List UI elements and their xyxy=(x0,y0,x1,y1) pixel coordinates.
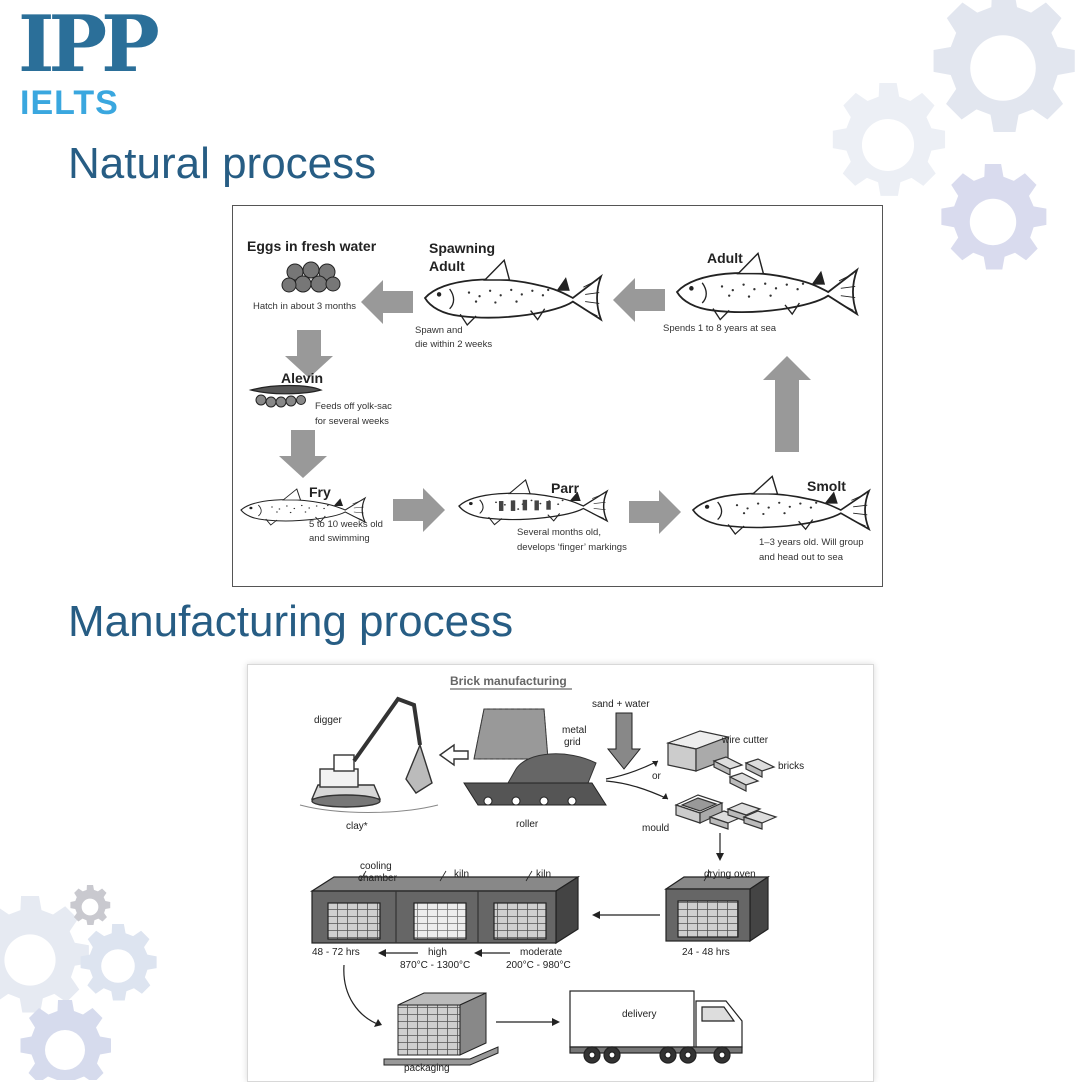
fry-description-line1: 5 to 10 weeks old xyxy=(309,519,383,530)
arrow-to-mould xyxy=(605,780,669,800)
logo-ielts-text: IELTS xyxy=(20,84,119,122)
alevin-description-line2: for several weeks xyxy=(315,416,389,427)
gear-icon xyxy=(80,924,157,1001)
cooling-chamber-label-line1: cooling xyxy=(360,861,392,872)
or-label: or xyxy=(652,771,661,782)
alevin-icon xyxy=(248,384,323,408)
mould-label: mould xyxy=(642,823,670,834)
smolt-label: Smolt xyxy=(807,478,846,494)
adult-label: Adult xyxy=(707,250,743,266)
brick-manufacturing-diagram: Brick manufacturing digger clay* metal g… xyxy=(247,664,874,1082)
gear-icon xyxy=(70,885,111,926)
cooling-chamber-label-line2: chamber xyxy=(358,873,397,884)
arrow-digger-to-roller xyxy=(438,743,469,767)
brick-diagram-graphics xyxy=(299,688,778,1066)
arrow-smolt-to-adult xyxy=(763,356,811,452)
metal-grid-label-line2: grid xyxy=(564,737,581,748)
sand-water-label: sand + water xyxy=(592,699,650,710)
arrow-fry-to-parr xyxy=(393,488,445,532)
kiln-tunnel-icon xyxy=(309,875,581,945)
smolt-description-line2: and head out to sea xyxy=(759,552,843,563)
drying-oven-label: drying oven xyxy=(704,869,756,880)
arrow-to-packaging xyxy=(343,964,381,1026)
kiln-moderate-label: kiln xyxy=(536,869,552,880)
spawning-label-line1: Spawning xyxy=(429,240,496,256)
packaging-pallet-icon xyxy=(383,992,499,1066)
gear-icon xyxy=(832,83,946,196)
parr-fish-icon xyxy=(458,479,608,526)
arrow-parr-to-smolt xyxy=(629,490,681,534)
natural-process-title: Natural process xyxy=(68,139,377,188)
eggs-icon xyxy=(281,261,341,293)
gear-icon xyxy=(20,1000,111,1080)
delivery-label: delivery xyxy=(622,1009,657,1020)
fry-label: Fry xyxy=(309,484,331,500)
digger-label: digger xyxy=(314,715,342,726)
spawning-description-line1: Spawn and xyxy=(415,325,463,336)
gear-icon xyxy=(933,0,1075,132)
alevin-description-line1: Feeds off yolk-sac xyxy=(315,401,392,412)
drying-time-label: 24 - 48 hrs xyxy=(682,947,730,958)
high-label: high xyxy=(428,947,447,958)
spawning-description-line2: die within 2 weeks xyxy=(415,339,493,350)
high-temp-label: 870°C - 1300°C xyxy=(400,960,471,971)
roller-label: roller xyxy=(516,819,539,830)
parr-label: Parr xyxy=(551,480,580,496)
adult-fish-icon xyxy=(676,252,858,321)
bricks-label: bricks xyxy=(778,761,805,772)
arrow-spawning-to-eggs xyxy=(361,280,413,324)
delivery-truck-icon xyxy=(569,990,743,1064)
gear-icon xyxy=(941,164,1047,270)
arrow-sand-water xyxy=(606,712,642,770)
mould-icon xyxy=(674,794,778,830)
logo-mark: IPP xyxy=(18,0,160,90)
wire-cutter-icon xyxy=(665,730,776,792)
arrow-adult-to-spawning xyxy=(613,278,665,322)
smolt-description-line1: 1–3 years old. Will group xyxy=(759,537,864,548)
salmon-life-cycle-diagram: Eggs in fresh water Hatch in about 3 mon… xyxy=(232,205,883,587)
moderate-temp-label: 200°C - 980°C xyxy=(506,960,571,971)
parr-description-line2: develops ‘finger’ markings xyxy=(517,542,627,553)
wire-cutter-label: wire cutter xyxy=(722,735,769,746)
arrow-to-wire-cutter xyxy=(605,760,659,780)
adult-description: Spends 1 to 8 years at sea xyxy=(663,323,777,334)
cooling-time-label: 48 - 72 hrs xyxy=(312,947,360,958)
kiln-high-label: kiln xyxy=(454,869,470,880)
spawning-label-line2: Adult xyxy=(429,258,465,274)
packaging-label: packaging xyxy=(404,1063,450,1074)
eggs-label: Eggs in fresh water xyxy=(247,238,377,254)
arrow-alevin-to-fry xyxy=(279,430,327,478)
digger-icon xyxy=(299,696,439,813)
drying-oven-icon xyxy=(664,875,770,943)
fry-description-line2: and swimming xyxy=(309,533,370,544)
eggs-description: Hatch in about 3 months xyxy=(253,301,356,312)
manufacturing-process-title: Manufacturing process xyxy=(68,597,514,646)
salmon-diagram-graphics xyxy=(240,252,870,535)
metal-grid-label-line1: metal xyxy=(562,725,587,736)
gear-icon xyxy=(0,896,89,1013)
alevin-label: Alevin xyxy=(281,370,324,386)
brick-diagram-title: Brick manufacturing xyxy=(450,674,567,688)
parr-description-line1: Several months old, xyxy=(517,527,601,538)
metal-grid-roller-icon xyxy=(463,708,607,806)
moderate-label: moderate xyxy=(520,947,563,958)
clay-label: clay* xyxy=(346,821,368,832)
